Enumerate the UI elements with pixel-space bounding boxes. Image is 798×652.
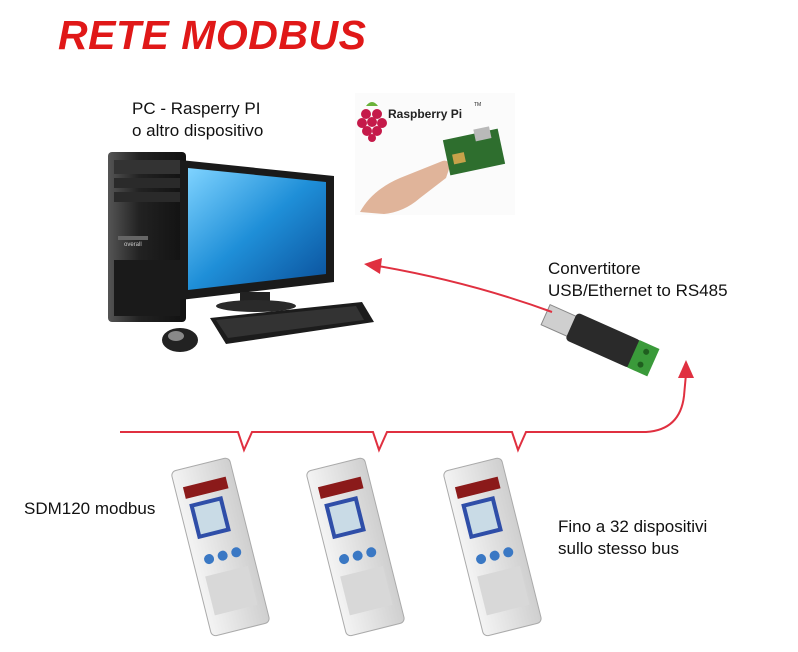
meter-device [306,457,405,637]
page-title: RETE MODBUS [58,12,367,58]
meter-label: SDM120 modbus [24,499,156,518]
meter-device [443,457,542,637]
pc-label-line1: PC - Rasperry PI [132,99,261,118]
raspberry-logo-icon [357,102,387,142]
pc-tower [108,152,186,322]
rs485-bus [120,373,687,453]
converter-label: Convertitore USB/Ethernet to RS485 [548,258,728,302]
capacity-note-line1: Fino a 32 dispositivi [558,517,708,536]
capacity-note: Fino a 32 dispositivi sullo stesso bus [558,516,707,560]
usb-converter [540,303,660,377]
raspberry-tm: TM [474,102,481,108]
monitor [180,160,334,312]
pc-label: PC - Rasperry PI o altro dispositivo [132,98,263,142]
mouse [162,328,198,352]
data-arrow [364,258,553,313]
capacity-note-line2: sullo stesso bus [558,539,679,558]
raspberry-logo-text: Raspberry Pi [388,107,462,121]
converter-label-line1: Convertitore [548,259,641,278]
bus-arrowhead [678,360,694,378]
pc-label-line2: o altro dispositivo [132,121,264,140]
meter-device [171,457,270,637]
keyboard [210,302,374,344]
monitor-brand: overall [124,242,142,248]
converter-label-line2: USB/Ethernet to RS485 [548,281,728,300]
raspberry-pi-photo: Raspberry Pi TM [355,93,515,215]
